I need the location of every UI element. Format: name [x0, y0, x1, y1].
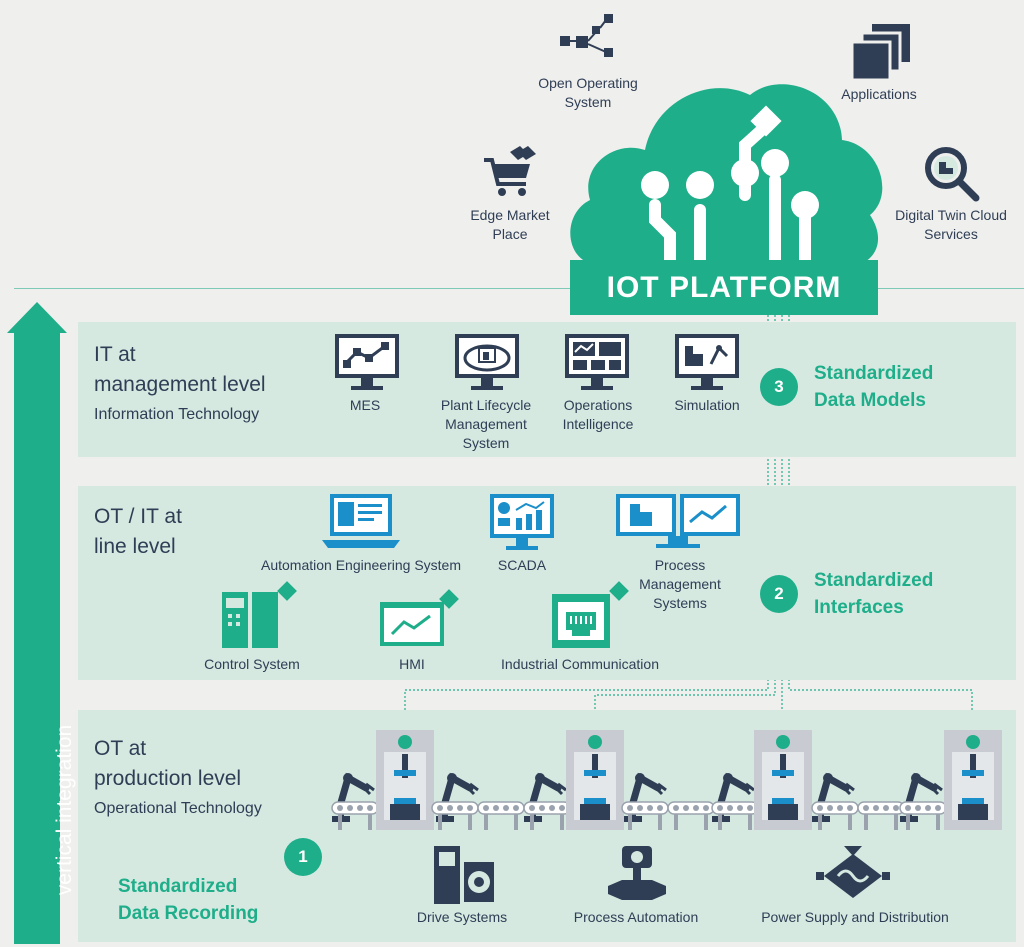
- open-operating-system-label: Open Operating System: [538, 75, 638, 110]
- operations-intelligence-monitor-icon: [565, 334, 629, 390]
- stacked-pages-icon: [850, 24, 910, 82]
- standard-3-badge: 3: [760, 368, 798, 406]
- mes-label: MES: [349, 397, 381, 413]
- simulation-label: Simulation: [674, 397, 740, 413]
- process-management-label: Process Management Systems: [639, 557, 721, 611]
- management-title-2: management level: [94, 373, 266, 396]
- standard-1-line2: Data Recording: [118, 903, 259, 924]
- standard-2-badge: 2: [760, 575, 798, 613]
- drive-systems-label: Drive Systems: [416, 909, 508, 925]
- up-arrow-icon: [7, 302, 67, 333]
- standard-2-line1: Standardized: [814, 570, 934, 591]
- standard-2-line2: Interfaces: [814, 597, 904, 618]
- automation-engineering-label: Automation Engineering System: [261, 557, 461, 573]
- industrial-communication-label: Industrial Communication: [501, 656, 659, 672]
- digital-twin-label: Digital Twin Cloud Services: [895, 207, 1007, 242]
- standard-3-line1: Standardized: [814, 363, 934, 384]
- plant-lifecycle-label: Plant Lifecycle Management System: [440, 397, 532, 451]
- shopping-cart-icon: [484, 146, 536, 196]
- vertical-integration-bar: [14, 332, 60, 944]
- line-title-2: line level: [94, 535, 176, 558]
- management-level-panel: [78, 322, 1016, 457]
- cloud-icon: [570, 84, 883, 268]
- separator-line: [14, 288, 1024, 289]
- production-line-illustration: [328, 730, 1002, 831]
- iot-platform-banner: IOT PLATFORM: [570, 260, 878, 315]
- management-subtitle: Information Technology: [94, 406, 260, 423]
- standard-1-line1: Standardized: [118, 876, 238, 897]
- process-automation-icon: [608, 846, 666, 900]
- simulation-monitor-icon: [675, 334, 739, 390]
- production-level-panel: [78, 710, 1016, 942]
- production-title-1: OT at: [94, 737, 147, 760]
- network-nodes-icon: [560, 14, 613, 57]
- dual-monitor-icon: [616, 494, 740, 548]
- control-system-icon: [222, 581, 297, 648]
- edge-market-place-label: Edge Market Place: [470, 207, 550, 242]
- scada-label: SCADA: [497, 557, 547, 573]
- standard-1-badge: 1: [284, 838, 322, 876]
- applications-label: Applications: [841, 86, 917, 102]
- line-title-1: OT / IT at: [94, 505, 182, 528]
- plant-lifecycle-monitor-icon: [455, 334, 519, 390]
- hmi-icon: [380, 589, 459, 646]
- power-supply-label: Power Supply and Distribution: [761, 909, 949, 925]
- production-title-2: production level: [94, 767, 242, 790]
- laptop-icon: [322, 494, 400, 548]
- control-system-label: Control System: [204, 656, 300, 672]
- power-supply-icon: [816, 846, 890, 898]
- mes-monitor-icon: [335, 334, 399, 390]
- production-subtitle: Operational Technology: [94, 800, 262, 817]
- standard-3-line2: Data Models: [814, 390, 926, 411]
- management-title-1: IT at: [94, 343, 136, 366]
- operations-intelligence-label: Operations Intelligence: [562, 397, 634, 432]
- process-automation-label: Process Automation: [573, 909, 699, 925]
- magnifier-icon: [925, 147, 980, 202]
- scada-monitor-icon: [490, 494, 554, 550]
- drive-system-icon: [434, 846, 494, 904]
- network-port-icon: [552, 581, 629, 648]
- hmi-label: HMI: [399, 656, 425, 672]
